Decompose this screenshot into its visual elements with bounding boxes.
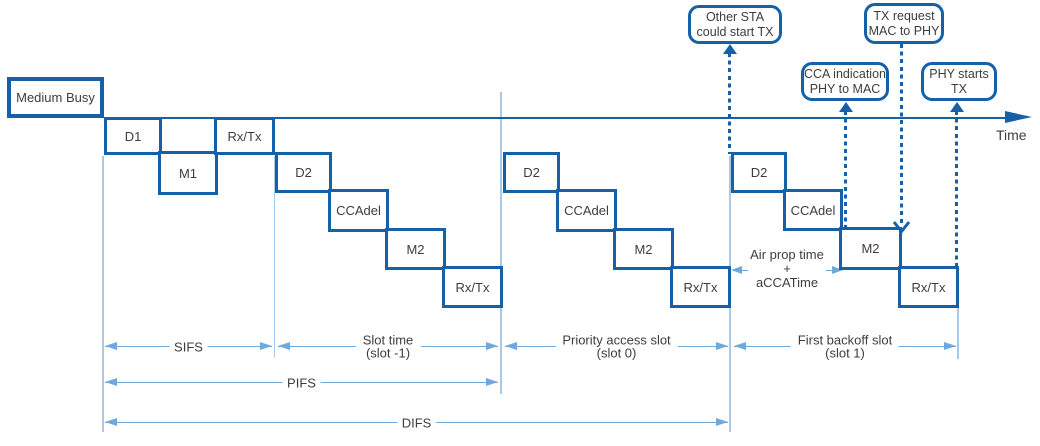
arrow-left-icon [105,378,117,386]
timeline-box-d2b: D2 [503,152,560,193]
dimension-label: SIFS [169,339,208,354]
callout-line: MAC to PHY [868,23,940,38]
callout-line: TX [951,81,967,96]
tx-request-event-line [900,44,903,224]
dimension-difs: DIFS [105,415,728,430]
dimension-label: Slot time (slot -1) [355,332,421,361]
timeline-box-ccadel-a: CCAdel [328,189,389,232]
arrow-up-icon [838,102,853,112]
box-label: D1 [124,128,142,144]
arrow-right-icon [832,265,843,274]
timeline-box-rxtx3: Rx/Tx [670,266,731,308]
callout-line: CCA indication [804,66,886,81]
dimension-label: Priority access slot (slot 0) [555,332,678,361]
callout-cca-indication: CCA indication PHY to MAC [801,62,889,101]
arrow-right-icon [716,418,728,426]
box-label: M2 [634,241,653,257]
dimension-label-line: (slot 0) [596,345,637,361]
box-label: CCAdel [790,202,836,218]
box-label: D2 [295,165,312,180]
time-axis-label: Time [996,127,1027,143]
dimension-label: DIFS [396,415,437,430]
dimension-priority-access-slot: Priority access slot (slot 0) [505,333,728,360]
air-prop-line: aCCATime [755,275,819,290]
timeline-box-d2c: D2 [731,152,787,193]
callout-phy-starts: PHY starts TX [921,62,997,101]
arrow-left-icon [734,342,746,350]
callout-line: PHY to MAC [809,81,881,96]
box-label: D2 [750,165,768,180]
callout-line: PHY starts [929,66,989,81]
air-prop-line: + [783,261,791,276]
phy-starts-event-line [955,111,958,270]
dimension-first-backoff-slot: First backoff slot (slot 1) [734,333,956,360]
dimension-label-line: (slot -1) [365,345,411,361]
arrow-right-icon [716,342,728,350]
arrow-left-icon [105,342,117,350]
box-label: M2 [406,241,425,257]
dimension-pifs: PIFS [105,375,498,390]
callout-other-sta: Other STA could start TX [688,5,782,44]
timeline-box-m2a: M2 [385,228,446,270]
slot-boundary-line [273,156,276,357]
air-prop-line: Air prop time [750,247,824,262]
timeline-box-m2c: M2 [839,227,902,270]
box-label: CCAdel [564,203,609,218]
box-label: D2 [523,165,540,180]
air-prop-arrow-line [742,269,752,271]
arrow-right-icon [260,342,272,350]
time-axis [105,116,1008,120]
slot-boundary-line [102,156,104,432]
callout-line: Other STA [705,9,765,24]
dimension-label-line: Slot time [362,332,414,347]
timeline-box-ccadel-c: CCAdel [783,189,843,231]
arrow-left-icon [105,418,117,426]
arrow-up-icon [722,44,737,54]
timeline-box-d1: D1 [104,117,162,155]
arrow-right-icon [944,342,956,350]
dimension-label: PIFS [282,375,321,390]
timeline-box-rxtx2: Rx/Tx [442,266,503,308]
chevron-down-arrowhead-icon [892,220,911,239]
dimension-slot-time: Slot time (slot -1) [278,333,498,360]
box-label: M1 [178,165,198,181]
dimension-label-line: Priority access slot [562,332,671,347]
timeline-box-rxtx1: Rx/Tx [214,117,275,155]
slot-boundary-line [500,92,502,394]
box-label: Rx/Tx [683,279,718,295]
cca-indication-event-line [844,111,847,229]
other-sta-event-line [728,53,731,154]
medium-busy-box: Medium Busy [7,77,104,118]
box-label: CCAdel [336,203,381,218]
medium-busy-label: Medium Busy [16,90,95,105]
timeline-box-rxtx4: Rx/Tx [898,266,959,308]
dimension-label: First backoff slot (slot 1) [790,332,900,361]
box-label: M2 [861,241,880,256]
box-label: Rx/Tx [227,128,262,144]
timeline-box-d2a: D2 [275,152,332,193]
arrow-left-icon [278,342,290,350]
arrow-left-icon [505,342,517,350]
timeline-box-m1: M1 [158,151,218,195]
callout-line: TX request [873,8,935,23]
arrow-right-icon [486,378,498,386]
slot-boundary-line [957,308,959,359]
arrow-left-icon [731,265,742,274]
dimension-sifs: SIFS [105,339,272,354]
arrow-up-icon [949,102,964,112]
air-prop-arrow-line [822,269,832,271]
dimension-label-line: First backoff slot [797,332,893,347]
timeline-box-ccadel-b: CCAdel [556,189,617,232]
box-label: Rx/Tx [911,279,946,295]
box-label: Rx/Tx [455,279,490,295]
callout-line: could start TX [696,24,774,39]
air-prop-label: Air prop time + aCCATime [748,248,826,290]
dimension-label-line: (slot 1) [825,345,865,361]
timeline-box-m2b: M2 [613,228,674,270]
callout-tx-request: TX request MAC to PHY [864,3,944,44]
time-axis-arrowhead-icon [1005,111,1032,124]
arrow-right-icon [486,342,498,350]
